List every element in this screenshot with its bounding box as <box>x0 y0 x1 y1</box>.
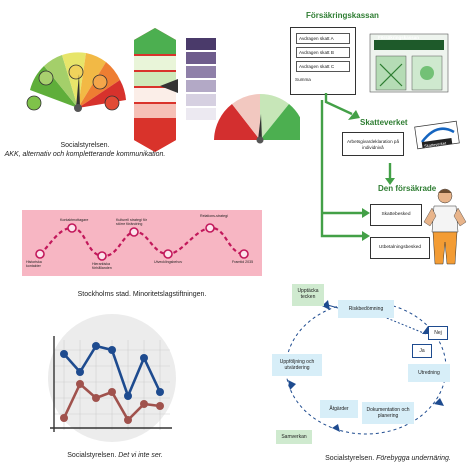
man-illustration <box>423 188 467 265</box>
panel3-caption-text: Stockholms stad. Minoritetslagstiftninge… <box>77 291 207 298</box>
panel1-caption: Socialstyrelsen. AKK, alternativ och kom… <box>0 142 170 159</box>
panel1-caption-line1: Socialstyrelsen. <box>60 142 110 149</box>
panel-emotion-scales: Socialstyrelsen. AKK, alternativ och kom… <box>0 0 300 170</box>
skatteverket-sign-illustration <box>414 120 460 150</box>
forsakringskassan-box: Avdragen skatt A Avdragen skatt B Avdrag… <box>290 27 356 95</box>
tax-box-c: Avdragen skatt C <box>296 61 350 72</box>
upptacka-tecken-box: Upptäcka tecken <box>292 284 324 306</box>
face-fan-gauge <box>26 52 126 112</box>
panel4-caption: Socialstyrelsen. Det vi inte ser. <box>30 452 200 461</box>
panel4-caption-italic: Det vi inte ser. <box>118 452 163 459</box>
building-sign: Försäkringskassan <box>378 35 420 40</box>
summa-label: Summa <box>295 77 311 82</box>
timeline-label-top-1: Kontaktmottagare <box>60 218 89 222</box>
ja-box: Ja <box>412 344 432 358</box>
skatteverket-title: Skatteverket <box>360 118 408 127</box>
emotion-scale-illustration <box>26 28 300 152</box>
forsakrade-title: Den försäkrade <box>378 184 437 193</box>
uppfoljning-box: Uppföljning och utvärdering <box>272 354 322 376</box>
timeline-label-bottom-2: Hierarkiska förhållanden <box>92 262 112 270</box>
panel3-caption: Stockholms stad. Minoritetslagstiftninge… <box>22 291 262 300</box>
panel-timeline: Kontaktmottagare Kulturell strategi för … <box>22 210 262 300</box>
panel-line-chart: Socialstyrelsen. Det vi inte ser. <box>30 310 200 468</box>
half-circle-gauge <box>214 94 300 144</box>
timeline-label-bottom-1: Historiska kontakter <box>26 260 42 268</box>
utbetalningsbesked-box: Utbetalningsbesked <box>370 237 430 259</box>
vertical-red-green-scale <box>134 28 176 152</box>
panel-tax-flow: Försäkringskassan Försäkringskassan Avdr… <box>286 8 472 268</box>
panel4-caption-normal: Socialstyrelsen. <box>67 452 117 459</box>
flow-arrows <box>320 93 395 241</box>
skatteverket-box: Arbetsgivardeklaration på individnivå <box>342 132 404 156</box>
line-chart-illustration <box>48 314 176 442</box>
utredning-box: Utredning <box>408 364 450 382</box>
forsakringskassan-title: Försäkringskassan <box>306 11 379 20</box>
atgarder-box: Åtgärder <box>320 400 358 418</box>
panel5-caption-normal: Socialstyrelsen. <box>325 455 375 462</box>
timeline-label-top-3: Relations-strategi <box>200 214 228 218</box>
samverkan-box: Samverkan <box>276 430 312 444</box>
tax-box-b: Avdragen skatt B <box>296 47 350 58</box>
riskbedomning-box: Riskbedömning <box>338 300 394 318</box>
panel-cycle-diagram: Upptäcka tecken Riskbedömning Nej Ja Utr… <box>262 280 472 470</box>
timeline-label-bottom-3: Utvecklingsbehov <box>154 260 183 264</box>
skattebesked-box: Skattebesked <box>370 204 422 226</box>
timeline-label-top-2: Kulturell strategi för större förändring <box>116 218 147 226</box>
nej-box: Nej <box>428 326 448 340</box>
office-building-illustration <box>369 33 449 93</box>
purple-shade-scale <box>160 38 216 120</box>
timeline-band <box>22 210 262 276</box>
dokumentation-box: Dokumentation och planering <box>362 402 414 424</box>
panel5-caption-italic: Förebygga undernäring. <box>376 455 451 462</box>
panel1-caption-line2: AKK, alternativ och kompletterande kommu… <box>4 150 166 158</box>
timeline-label-bottom-4: Framtid 2035 <box>232 260 254 264</box>
tax-box-a: Avdragen skatt A <box>296 33 350 44</box>
panel5-caption: Socialstyrelsen. Förebygga undernäring. <box>298 455 474 464</box>
